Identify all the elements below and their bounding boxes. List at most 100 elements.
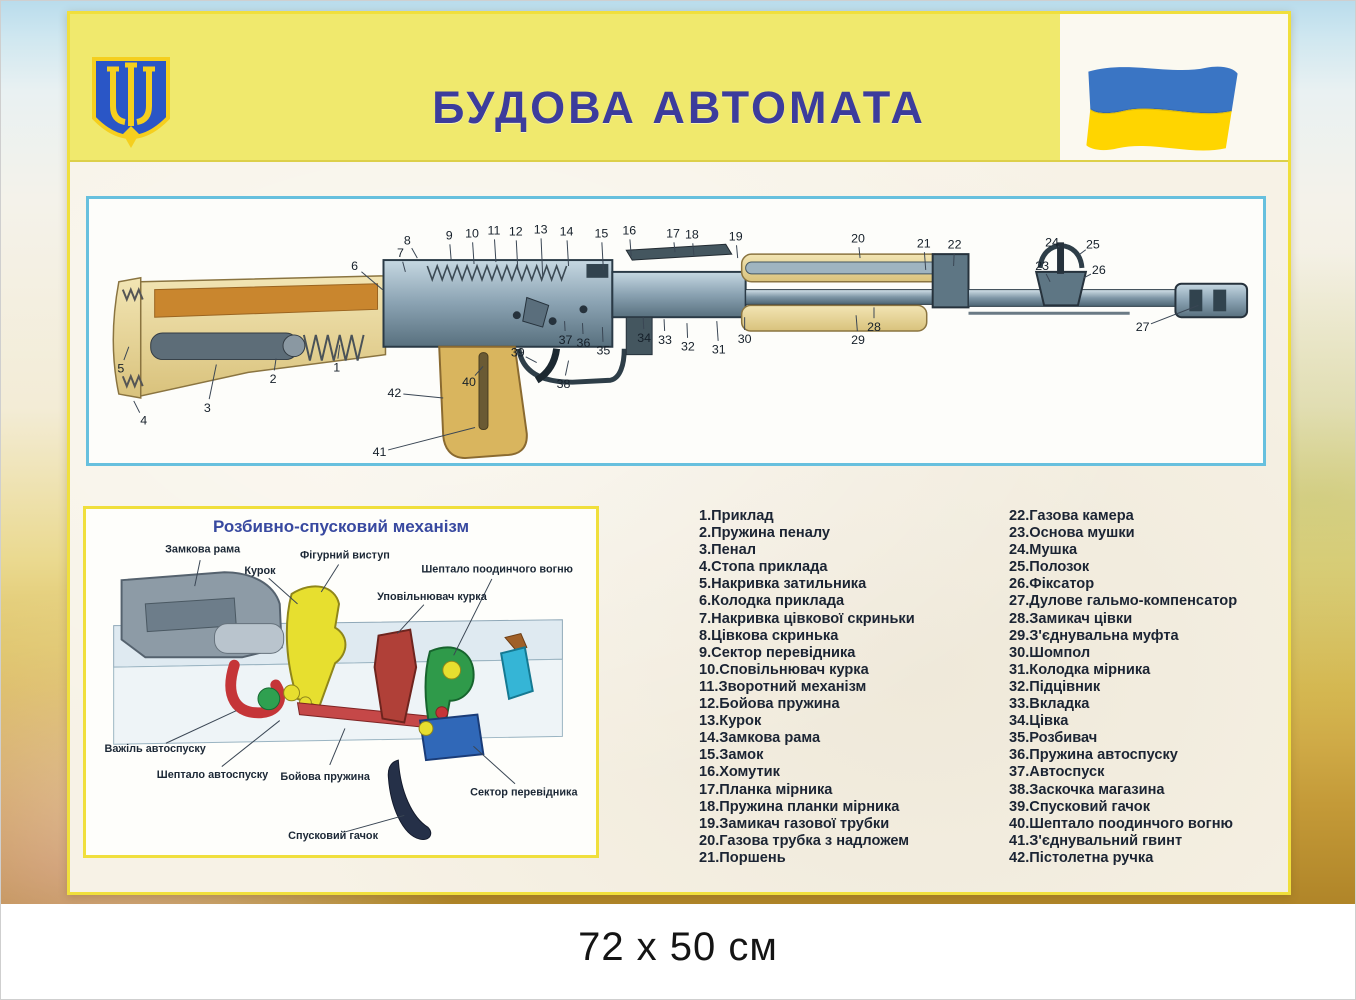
bottom-white-band bbox=[1, 904, 1355, 999]
rifle-callout-number: 25 bbox=[1086, 237, 1100, 251]
leader-line bbox=[716, 321, 719, 341]
rifle-callout-number: 42 bbox=[388, 386, 402, 400]
leader-line bbox=[493, 239, 497, 263]
rifle-callout-number: 5 bbox=[117, 361, 124, 375]
leader-line bbox=[629, 239, 632, 257]
rifle-callout-number: 27 bbox=[1136, 320, 1150, 334]
leader-line bbox=[923, 252, 927, 270]
leader-line bbox=[123, 346, 130, 361]
part-item: 7.Накривка цівкової скриньки bbox=[699, 610, 915, 627]
part-item: 3.Пенал bbox=[699, 542, 756, 559]
rifle-callout-number: 38 bbox=[557, 377, 571, 391]
part-item: 21.Поршень bbox=[699, 849, 786, 866]
part-item: 26.Фіксатор bbox=[1009, 576, 1095, 593]
part-item: 20.Газова трубка з надложем bbox=[699, 832, 910, 849]
rifle-callout-number: 31 bbox=[712, 343, 726, 357]
part-item: 32.Підцівник bbox=[1009, 678, 1101, 695]
leader-line bbox=[273, 358, 277, 371]
rifle-callout-number: 7 bbox=[397, 246, 404, 260]
leader-line bbox=[411, 247, 418, 259]
part-item: 2.Пружина пеналу bbox=[699, 525, 831, 542]
leader-line bbox=[566, 240, 570, 267]
mechanism-label: Бойова пружина bbox=[280, 771, 370, 783]
part-item: 9.Сектор перевідника bbox=[699, 644, 856, 661]
part-item: 5.Накривка затильника bbox=[699, 576, 867, 593]
rifle-callout-number: 4 bbox=[140, 414, 147, 428]
leader-line bbox=[1057, 245, 1060, 248]
leader-line bbox=[515, 240, 519, 270]
rifle-callout-number: 28 bbox=[867, 320, 881, 334]
leader-line bbox=[692, 243, 695, 256]
size-caption: 72 x 50 см bbox=[578, 925, 778, 969]
leader-line bbox=[601, 327, 604, 342]
rifle-callout-number: 29 bbox=[851, 333, 865, 347]
leader-line bbox=[453, 578, 493, 656]
part-item: 11.Зворотний механізм bbox=[699, 678, 867, 695]
rifle-callout-number: 13 bbox=[534, 223, 548, 237]
part-item: 41.З'єднувальний гвинт bbox=[1009, 832, 1183, 849]
part-item: 18.Пружина планки мірника bbox=[699, 798, 900, 815]
part-item: 39.Спусковий гачок bbox=[1009, 798, 1151, 815]
mechanism-label: Шептало автоспуску bbox=[157, 769, 268, 781]
leader-line bbox=[858, 247, 861, 259]
part-item: 33.Вкладка bbox=[1009, 696, 1090, 713]
part-item: 38.Заскочка магазина bbox=[1009, 781, 1165, 798]
part-item: 6.Колодка приклада bbox=[699, 593, 845, 610]
mechanism-label: Замкова рама bbox=[165, 543, 241, 555]
rifle-callout-number: 14 bbox=[560, 225, 574, 239]
rifle-callout-number: 34 bbox=[637, 331, 651, 345]
leader-line bbox=[194, 560, 201, 587]
part-item: 15.Замок bbox=[699, 747, 764, 764]
rifle-callout-number: 19 bbox=[729, 229, 743, 243]
leader-line bbox=[344, 814, 405, 833]
leader-line bbox=[388, 427, 476, 451]
rifle-callout-number: 36 bbox=[577, 336, 591, 350]
mechanism-label: Спусковий гачок bbox=[288, 830, 378, 842]
leader-line bbox=[473, 745, 516, 785]
rifle-callout-number: 17 bbox=[666, 226, 680, 240]
rifle-callout-number: 11 bbox=[487, 224, 500, 238]
part-item: 4.Стопа приклада bbox=[699, 559, 828, 576]
part-item: 35.Розбивач bbox=[1009, 730, 1098, 747]
part-item: 22.Газова камера bbox=[1009, 508, 1134, 524]
leader-line bbox=[581, 323, 584, 334]
leader-line bbox=[736, 245, 739, 259]
leader-line bbox=[474, 366, 484, 376]
part-item: 31.Колодка мірника bbox=[1009, 661, 1151, 678]
poster: БУДОВА АВТОМАТА bbox=[67, 11, 1291, 895]
mechanism-label: Фігурний виступ bbox=[300, 549, 390, 561]
leader-line bbox=[133, 400, 141, 413]
part-item: 10.Сповільнювач курка bbox=[699, 661, 869, 678]
leader-line bbox=[403, 393, 444, 399]
mechanism-title: Розбивно-спусковий механізм bbox=[212, 517, 470, 536]
rifle-callout-number: 2 bbox=[270, 372, 277, 386]
leader-line bbox=[564, 360, 570, 376]
leader-line bbox=[642, 317, 645, 330]
rifle-callout-number: 41 bbox=[373, 445, 387, 459]
part-item: 36.Пружина автоспуску bbox=[1009, 747, 1178, 764]
leader-line bbox=[165, 710, 237, 744]
part-item: 19.Замикач газової трубки bbox=[699, 815, 890, 832]
part-item: 14.Замкова рама bbox=[699, 730, 821, 747]
rifle-callout-number: 10 bbox=[465, 226, 479, 240]
part-item: 16.Хомутик bbox=[699, 764, 780, 781]
rifle-callout-number: 26 bbox=[1092, 263, 1106, 277]
rifle-callout-number: 23 bbox=[1035, 259, 1049, 273]
rifle-callout-number: 24 bbox=[1045, 235, 1059, 249]
leader-line bbox=[673, 242, 676, 253]
leader-line bbox=[208, 364, 217, 400]
leader-line bbox=[686, 323, 689, 338]
mechanism-label: Сектор перевідника bbox=[470, 787, 578, 799]
leader-line bbox=[1083, 273, 1092, 279]
rifle-callout-number: 9 bbox=[446, 228, 453, 242]
leader-line bbox=[601, 242, 604, 270]
ukraine-flag-icon bbox=[1086, 66, 1238, 151]
part-item: 1.Приклад bbox=[699, 508, 774, 524]
leader-line bbox=[361, 271, 383, 291]
rifle-callout-number: 33 bbox=[658, 333, 672, 347]
